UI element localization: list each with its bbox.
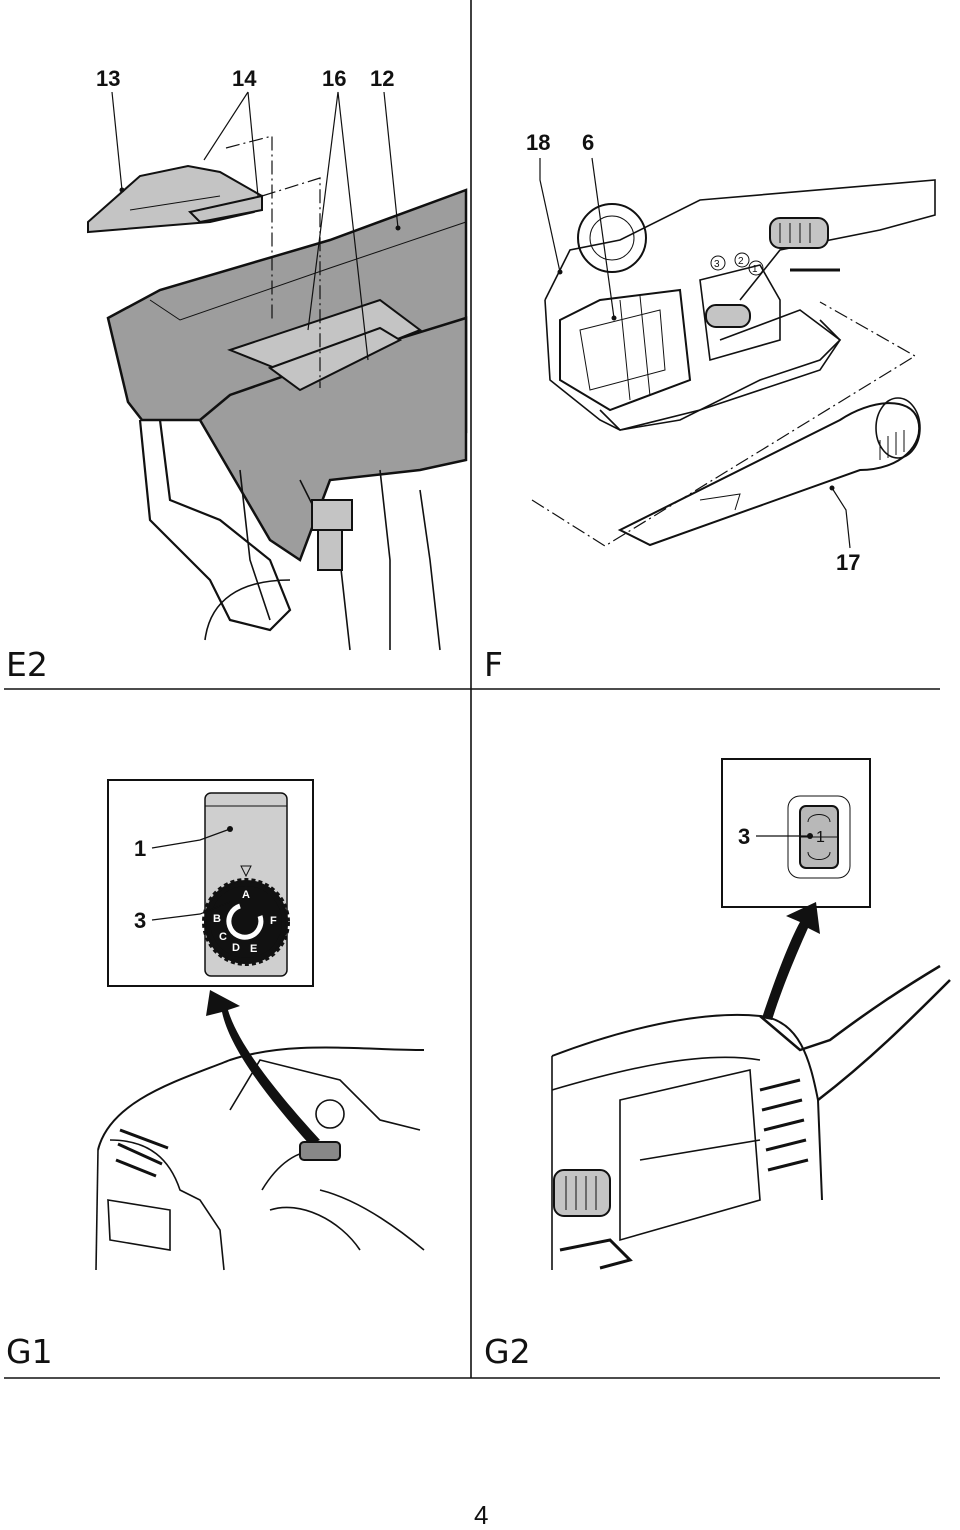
page-grid [4, 0, 940, 1379]
jigsaw-base-illustration [87, 164, 468, 651]
arrow-up-icon [762, 902, 820, 1020]
leader-13 [111, 91, 123, 191]
figure-label-e2: E2 [6, 645, 48, 684]
callout-1: 1 [134, 836, 146, 861]
callout-16: 16 [322, 66, 346, 91]
leader-6 [591, 157, 615, 319]
figure-g1: A B C D E F 1 3 G1 [6, 779, 425, 1371]
speed-mark-1: 1 [752, 264, 758, 275]
dial-letter-d: D [232, 942, 240, 954]
callout-3: 3 [134, 908, 146, 933]
dial-letter-e: E [250, 943, 257, 955]
speed-mark-3: 3 [714, 259, 720, 270]
callout-17: 17 [836, 550, 860, 575]
dial-letter-a: A [242, 889, 250, 901]
dial-letter-c: C [219, 931, 227, 943]
callout-3-g2: 3 [738, 824, 750, 849]
callout-6: 6 [582, 130, 594, 155]
leader-3 [151, 901, 231, 921]
dial-letter-b: B [213, 913, 221, 925]
speed-mark-2: 2 [738, 256, 744, 267]
figure-f: 18 6 17 3 2 1 [484, 130, 936, 684]
jigsaw-top-illustration [95, 1046, 425, 1271]
figure-label-f: F [484, 645, 503, 684]
jigsaw-rear-illustration [551, 964, 951, 1270]
figure-label-g1: G1 [6, 1332, 53, 1371]
leader-12 [383, 91, 399, 229]
jigsaw-front-illustration: 3 2 1 [544, 179, 936, 431]
speed-dial: A B C D E F [202, 878, 290, 966]
callout-18: 18 [526, 130, 550, 155]
figure-g2: 1 3 G2 [484, 758, 951, 1371]
callout-12: 12 [370, 66, 394, 91]
page-number: 4 [474, 1500, 488, 1530]
leader-17 [831, 487, 851, 549]
callout-13: 13 [96, 66, 120, 91]
leader-18 [539, 158, 561, 273]
callout-14: 14 [232, 66, 257, 91]
figure-label-g2: G2 [484, 1332, 531, 1371]
leader-16 [307, 91, 369, 361]
dial-letter-f: F [270, 915, 277, 927]
leader-14 [203, 91, 259, 197]
figure-e2: 13 14 16 12 [6, 66, 468, 684]
arrow-up-icon [206, 990, 320, 1145]
dust-adaptor-illustration [617, 397, 921, 547]
switch-mark-1: 1 [816, 829, 825, 846]
leader-1 [151, 828, 231, 849]
